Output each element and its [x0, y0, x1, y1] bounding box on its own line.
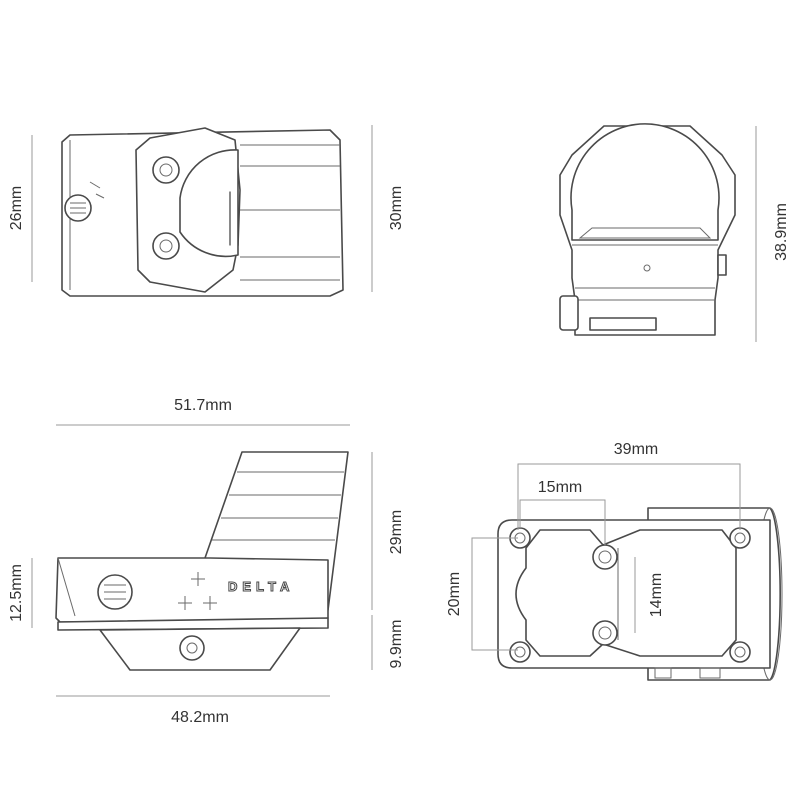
side-view: DELTA [55, 451, 349, 671]
footprint-view [497, 507, 783, 681]
footprint-pin-spacing-label: 15mm [538, 479, 582, 496]
pin-hole-icon [592, 620, 618, 646]
screw-icon [152, 232, 180, 260]
top-width-label: 26mm [8, 186, 25, 230]
side-window-height-label: 29mm [388, 510, 405, 554]
screw-icon [152, 156, 180, 184]
footprint-width-label: 39mm [614, 441, 658, 458]
top-view [61, 127, 344, 297]
side-length-bottom-label: 48.2mm [171, 709, 229, 726]
mount-screw-icon [179, 635, 205, 661]
footprint-height-label: 20mm [446, 572, 463, 616]
front-height-label: 38.9mm [773, 203, 790, 261]
reticle-marks-icon [178, 572, 217, 610]
side-mount-height-label: 9.9mm [388, 620, 405, 669]
side-length-top-label: 51.7mm [174, 397, 232, 414]
pin-hole-icon [592, 544, 618, 570]
side-base-height-label: 12.5mm [8, 564, 25, 622]
front-view-dimensions: 38.9mm [755, 126, 790, 342]
front-view [559, 123, 736, 336]
top-height-label: 30mm [388, 186, 405, 230]
footprint-pin-height-label: 14mm [648, 573, 665, 617]
top-view-dimensions: 26mm 30mm [8, 125, 405, 292]
brand-logo: DELTA [228, 579, 294, 594]
footprint-dimensions: 39mm 15mm 20mm 14mm [446, 441, 741, 651]
side-view-dimensions: 51.7mm 12.5mm 29mm 9.9mm 48.2mm [8, 397, 405, 726]
